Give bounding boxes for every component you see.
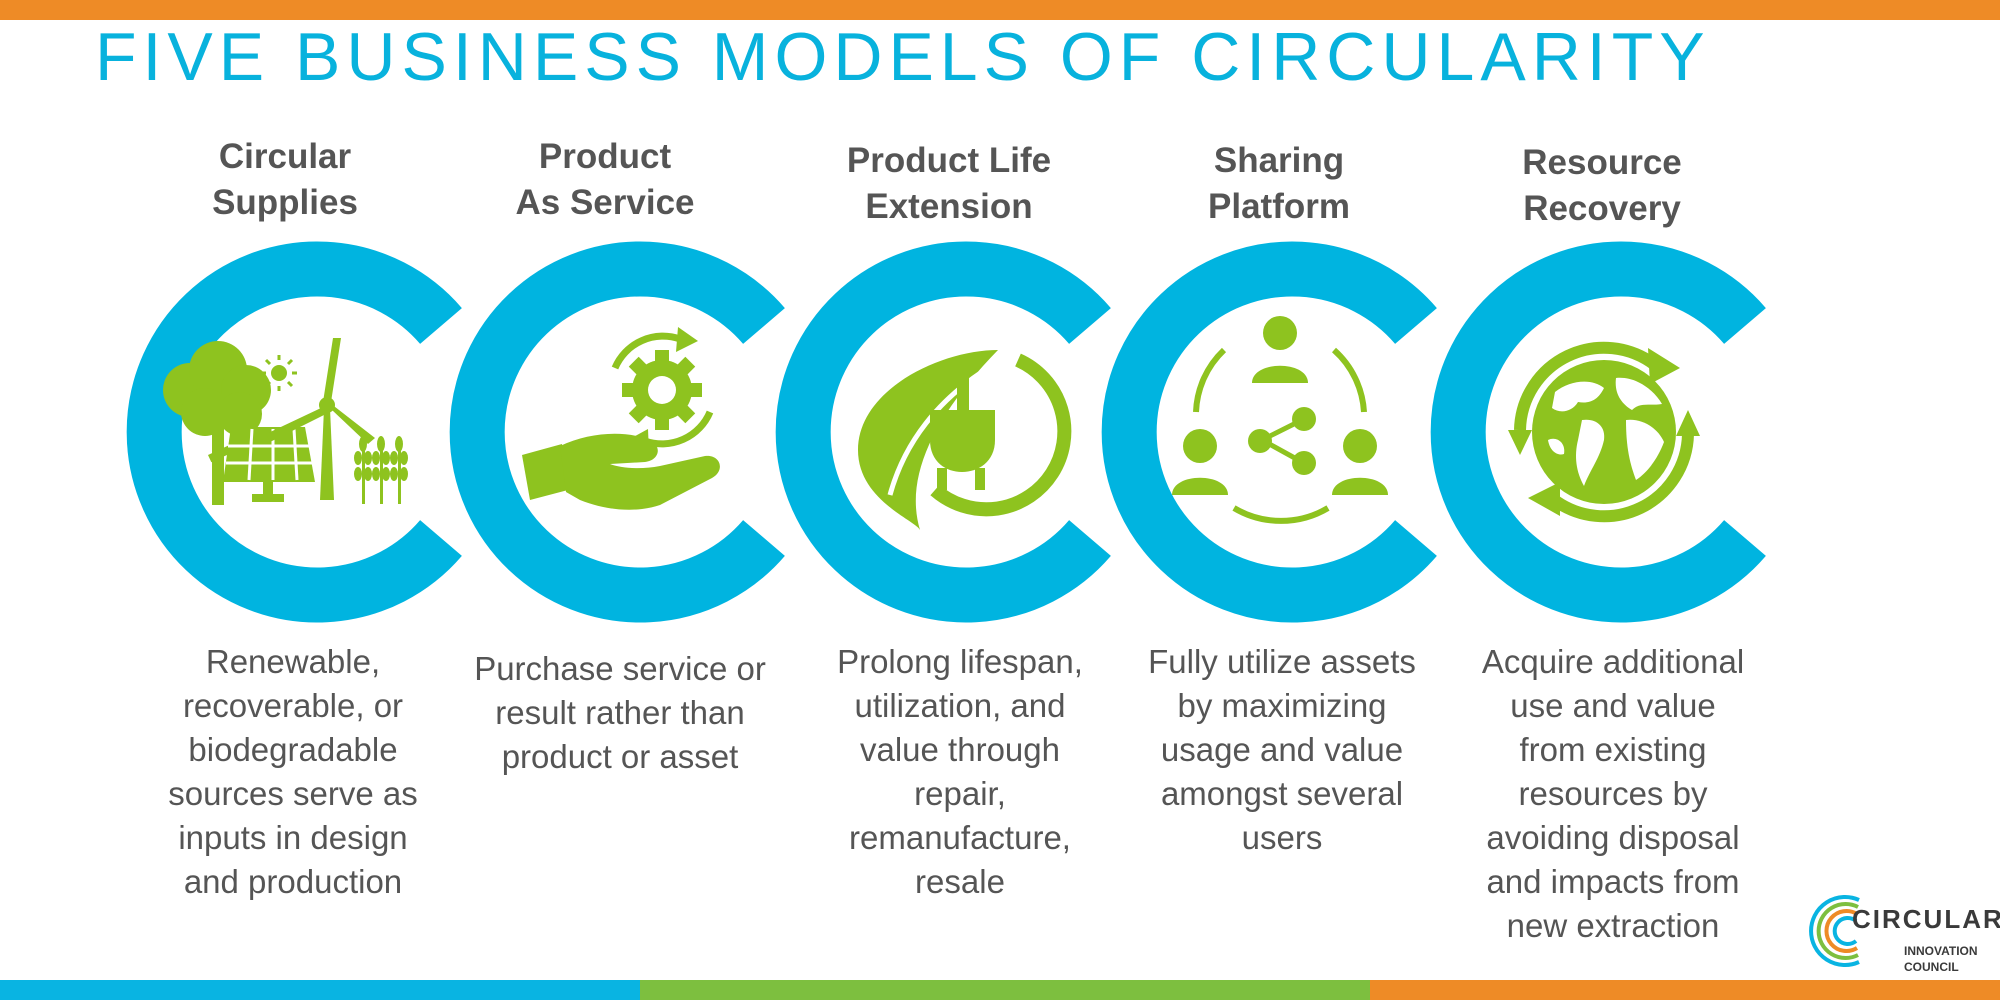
circular-innovation-council-logo: CIRCULAR INNOVATION COUNCIL xyxy=(1800,890,2000,974)
model-description-sharing-platform: Fully utilize assets by maximizing usage… xyxy=(1148,643,1416,856)
ring-resource-recovery xyxy=(1430,241,1766,623)
bottom-bar-green xyxy=(640,980,1370,1000)
model-description-resource-recovery: Acquire additional use and value from ex… xyxy=(1481,643,1745,944)
sharing-network-icon xyxy=(1172,316,1388,524)
person-icon-right xyxy=(1332,429,1388,495)
model-title-product-life-extension: Product Life Extension xyxy=(846,141,1052,226)
leaf-plug-icon xyxy=(858,350,1072,530)
model-title-sharing-platform: Sharing Platform xyxy=(1208,141,1350,226)
logo-wordmark: CIRCULAR xyxy=(1852,904,2000,934)
ring-sharing-platform xyxy=(1101,241,1437,623)
bottom-bar-blue xyxy=(0,980,640,1000)
hand-icon xyxy=(522,433,720,510)
hand-gear-icon xyxy=(522,327,720,510)
ring-product-as-service xyxy=(449,241,785,623)
renewable-energy-icon xyxy=(163,338,408,505)
logo-subtitle-line1: INNOVATION xyxy=(1904,944,1978,958)
gear-icon xyxy=(622,350,702,430)
model-description-product-as-service: Purchase service or result rather than p… xyxy=(474,650,766,775)
ring-chain xyxy=(126,241,1766,623)
plug-icon xyxy=(930,375,995,490)
model-title-circular-supplies: Circular Supplies xyxy=(212,137,358,222)
model-description-product-life-extension: Prolong lifespan, utilization, and value… xyxy=(837,643,1083,900)
logo-rings-icon xyxy=(1809,895,1860,967)
person-icon-left xyxy=(1172,429,1228,495)
share-icon xyxy=(1248,407,1316,475)
model-title-product-as-service: Product As Service xyxy=(515,137,695,222)
globe-recycle-icon xyxy=(1508,341,1700,523)
page-title: FIVE BUSINESS MODELS OF CIRCULARITY xyxy=(95,19,1711,95)
model-description-circular-supplies: Renewable, recoverable, or biodegradable… xyxy=(168,643,418,900)
bottom-bar-orange xyxy=(1370,980,2000,1000)
logo-subtitle-line2: COUNCIL xyxy=(1904,960,1959,974)
ring-circular-supplies xyxy=(126,241,462,623)
top-accent-bar xyxy=(0,0,2000,20)
ring-product-life-extension xyxy=(775,241,1111,623)
model-title-resource-recovery: Resource Recovery xyxy=(1522,143,1682,228)
person-icon-top xyxy=(1252,316,1308,383)
wheat-icon xyxy=(354,436,408,504)
